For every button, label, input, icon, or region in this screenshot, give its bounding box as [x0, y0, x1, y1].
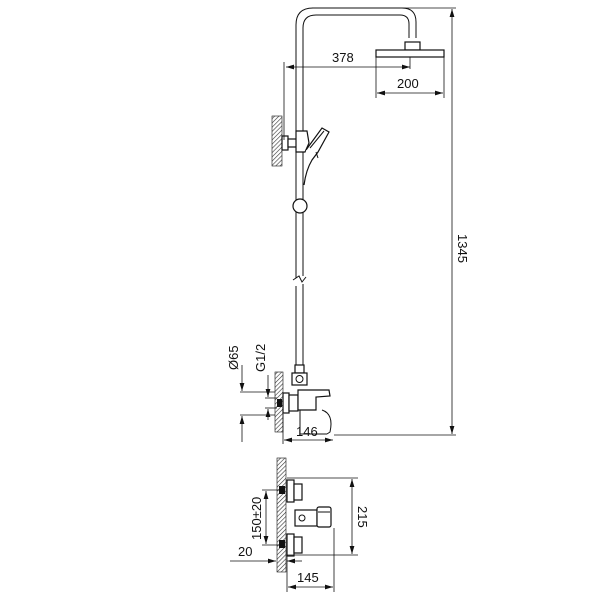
shower-head [375, 41, 445, 58]
dimension-150-label: 150±20 [249, 497, 264, 540]
dimension-diameter-label: Ø65 [226, 345, 241, 370]
wall-hatch-lower [276, 457, 287, 573]
riser-pipe [292, 7, 417, 365]
diverter [291, 364, 308, 386]
inlet-lower [279, 540, 285, 548]
mixer-side [282, 389, 332, 435]
mixer-front [286, 479, 332, 557]
wall-bracket [281, 130, 310, 153]
dimension-1345-label: 1345 [455, 234, 470, 263]
dimension-20-label: 20 [238, 544, 252, 559]
dimension-200-label: 200 [397, 76, 419, 91]
dimension-378-label: 378 [332, 50, 354, 65]
dimension-215-label: 215 [355, 506, 370, 528]
slide-knob [292, 198, 308, 214]
inlet-connection [277, 399, 282, 407]
dimension-145-label: 145 [297, 570, 319, 585]
dimension-thread-label: G1/2 [253, 344, 268, 372]
dimension-146-label: 146 [296, 424, 318, 439]
hand-shower [303, 127, 330, 186]
wall-hatch-upper [271, 115, 283, 167]
